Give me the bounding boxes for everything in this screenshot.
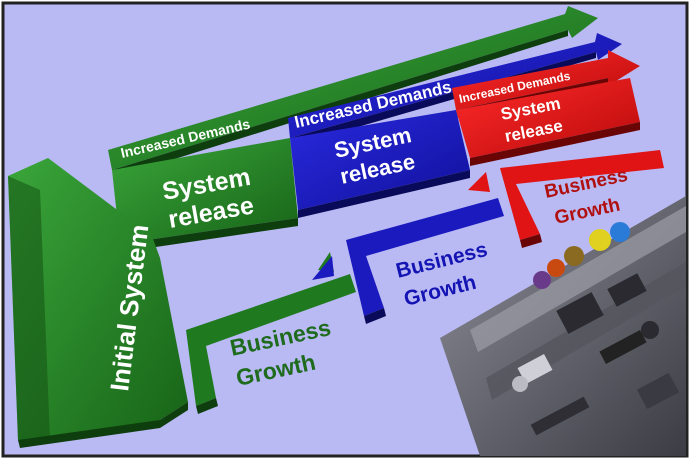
growth-step-red [468,150,664,248]
release-block-red [456,78,640,166]
initial-system-block [8,158,188,448]
release-block-blue [290,110,470,218]
arrow-green [108,6,598,178]
growth-step-blue [312,198,504,324]
server-hardware-image [440,196,686,456]
release-block-green [112,138,298,252]
